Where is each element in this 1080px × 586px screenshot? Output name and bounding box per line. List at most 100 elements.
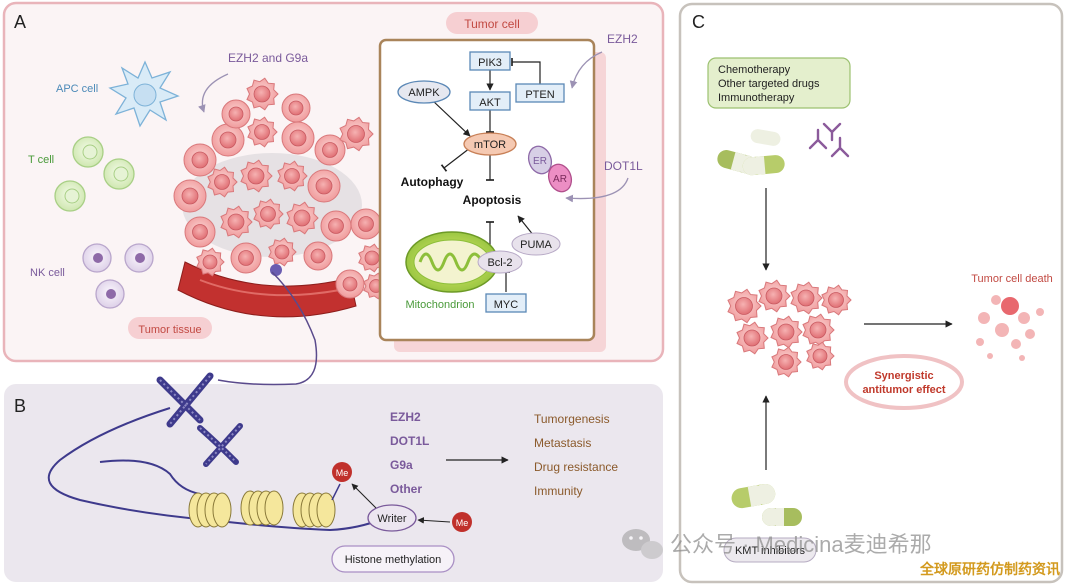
- panel-b-frame: [4, 384, 663, 582]
- therapy-3: Immunotherapy: [718, 92, 795, 104]
- mitochondrion-label: Mitochondrion: [405, 299, 474, 311]
- panel-b-letter: B: [14, 396, 26, 416]
- fragment-7: [976, 338, 984, 346]
- tissue-cell-10: [307, 169, 341, 203]
- fragment-2: [991, 295, 1001, 305]
- dna-connector: [217, 271, 318, 386]
- tissue-cell-15: [320, 210, 352, 242]
- node-ar: AR: [553, 174, 567, 185]
- tissue-cell-2: [211, 123, 245, 157]
- cluster-cell-8: [771, 346, 802, 378]
- watermark-line-2: 全球原研药仿制药资讯: [919, 561, 1060, 577]
- enzyme-2: DOT1L: [390, 434, 429, 448]
- edge-ampk-mtor: [431, 99, 471, 137]
- tissue-cell-6: [173, 179, 207, 213]
- cluster-cell-6: [770, 315, 803, 349]
- outcome-3: Drug resistance: [534, 460, 618, 474]
- tumor-cell-title-pill: [446, 12, 538, 34]
- watermark-line-1: 公众号 · Medicina麦迪希那: [670, 532, 932, 557]
- nucleosome-1: [188, 492, 232, 528]
- edge-mtor-autophagy: [440, 147, 471, 172]
- writer-label: Writer: [377, 513, 406, 525]
- tissue-cell-11: [184, 216, 216, 248]
- tissue-cell-22: [335, 269, 365, 299]
- chromosome-1: [156, 372, 214, 428]
- fragment-11: [1019, 355, 1025, 361]
- panel-c-letter: C: [692, 12, 705, 32]
- therapy-box: [707, 57, 851, 109]
- tissue-cell-18: [268, 237, 297, 267]
- watermark: 公众号 · Medicina麦迪希那 全球原研药仿制药资讯: [622, 529, 1060, 577]
- capsule-group-bottom: [731, 483, 802, 526]
- tissue-cell-16: [196, 247, 225, 277]
- enzyme-4: Other: [390, 482, 422, 496]
- loose-tumor-cell-1: [246, 77, 279, 111]
- tumor-cell-death-fragments: [976, 295, 1044, 361]
- dna-strand: [47, 407, 401, 532]
- fragment-9: [1036, 308, 1044, 316]
- tumor-cell-death-label: Tumor cell death: [971, 273, 1053, 285]
- fragment-3: [1001, 297, 1019, 315]
- ezh2-arrow: [569, 51, 603, 89]
- tissue-cell-3: [247, 116, 278, 148]
- cluster-cell-7: [802, 313, 835, 347]
- node-pten: PTEN: [525, 89, 554, 101]
- node-er-ellipse: [527, 145, 553, 175]
- enzyme-1: EZH2: [390, 410, 421, 424]
- nucleosomes: [188, 490, 336, 528]
- me-mark-1: [332, 462, 352, 482]
- tissue-cell-1: [183, 143, 217, 177]
- tumor-tissue-pill: [128, 317, 212, 339]
- enzyme-3: G9a: [390, 458, 413, 472]
- me-mark-1-label: Me: [336, 468, 349, 478]
- cluster-cell-2: [758, 279, 791, 313]
- edge-pten-pik3: [511, 57, 541, 84]
- nk-cells: [82, 243, 154, 309]
- nucleosome-2: [240, 490, 284, 526]
- loose-tumor-cell-2: [281, 93, 311, 123]
- edge-puma-apoptosis: [517, 215, 535, 237]
- antibody-icons: [808, 122, 850, 158]
- tumor-tissue-label: Tumor tissue: [138, 324, 201, 336]
- loose-tumor-cells: [221, 77, 374, 152]
- tumor-cluster: [727, 279, 852, 378]
- node-akt: AKT: [479, 97, 501, 109]
- node-bcl2: Bcl-2: [487, 257, 512, 269]
- fragment-6: [1025, 329, 1035, 339]
- cluster-cell-3: [790, 281, 823, 315]
- dna-loop: [99, 459, 201, 495]
- writer-ellipse: [367, 504, 417, 532]
- fragment-10: [987, 353, 993, 359]
- nucleosome-3: [292, 492, 336, 528]
- tissue-cell-14: [286, 201, 319, 235]
- t-cells: [54, 136, 135, 212]
- node-ampk: AMPK: [408, 87, 440, 99]
- node-mtor: mTOR: [474, 139, 506, 151]
- therapy-2: Other targeted drugs: [718, 78, 820, 90]
- fragment-1: [978, 312, 990, 324]
- dot1l-label: DOT1L: [604, 159, 643, 173]
- capsule-group-top: [717, 129, 785, 176]
- me-tether: [331, 483, 341, 501]
- cluster-cell-1: [727, 288, 762, 324]
- tissue-cell-7: [207, 166, 238, 198]
- histone-methylation-pill: [331, 545, 455, 573]
- writer-to-me-arrow: [351, 483, 377, 509]
- me-mark-2: [452, 512, 472, 532]
- therapy-1: Chemotherapy: [718, 64, 791, 76]
- tissue-cell-19: [303, 241, 333, 271]
- dna-source-marker: [270, 264, 282, 276]
- histone-methylation-label: Histone methylation: [345, 554, 442, 566]
- chromosome-2: [197, 423, 243, 467]
- node-autophagy: Autophagy: [401, 175, 464, 189]
- apc-cell-label: APC cell: [56, 83, 98, 95]
- node-pik3: PIK3: [478, 57, 502, 69]
- node-puma-ellipse: [511, 232, 561, 256]
- node-pik3-box: [469, 51, 511, 71]
- node-ar-ellipse: [547, 163, 573, 193]
- t-cell-label: T cell: [28, 154, 54, 166]
